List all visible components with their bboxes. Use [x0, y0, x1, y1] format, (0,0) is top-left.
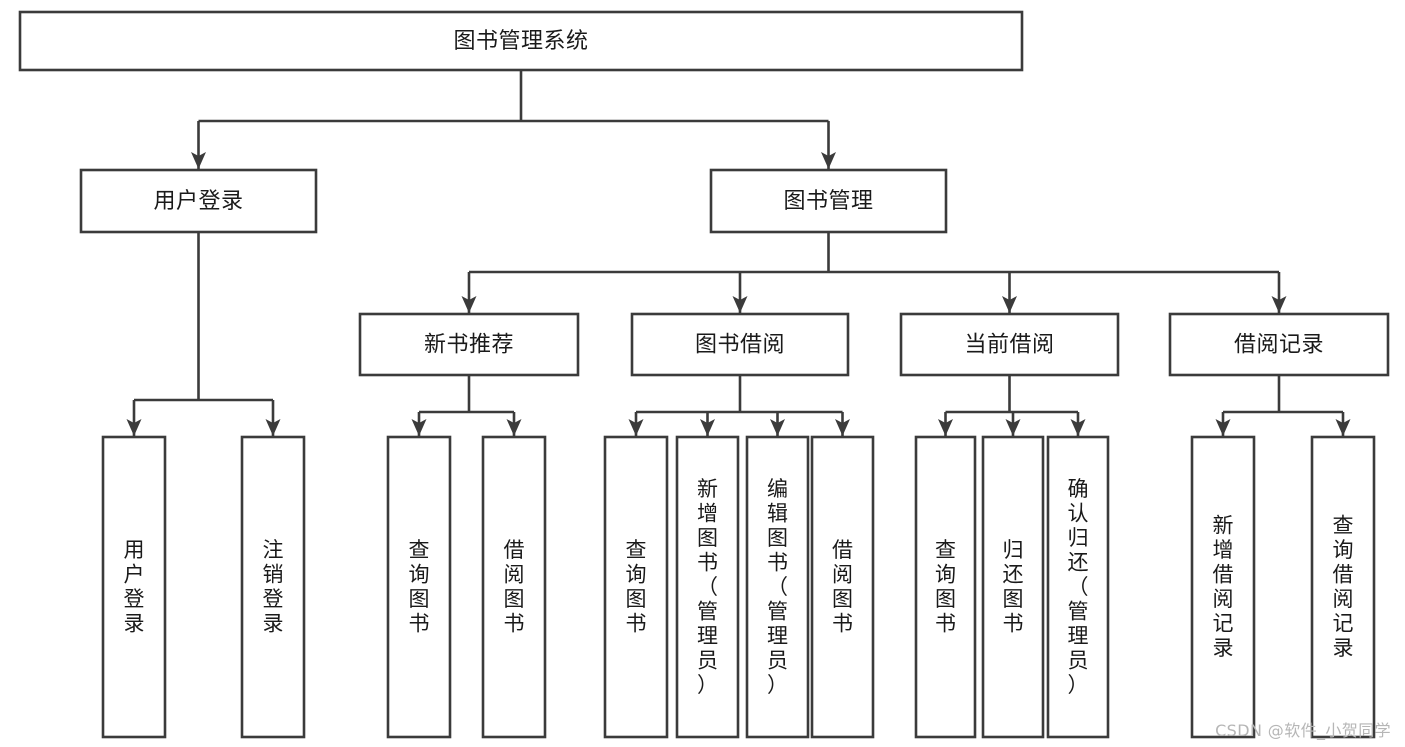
node-label: 当前借阅 [964, 333, 1054, 358]
node-label: 查询图书 [409, 538, 430, 636]
node-box [709, 168, 948, 234]
node-leaf-logout-login[interactable]: 注销登录 [240, 435, 306, 739]
connector-group-current-borrow [938, 375, 1086, 436]
node-label: 确认归还（管理员） [1068, 477, 1089, 697]
node-root[interactable]: 图书管理系统 [18, 10, 1024, 72]
arrow-head-icon [1070, 419, 1086, 436]
node-box [899, 312, 1120, 377]
arrow-head-icon [821, 152, 836, 169]
node-leaf-confirm-return-admin[interactable]: 确认归还（管理员） [1046, 435, 1110, 739]
node-leaf-query-book-current[interactable]: 查询图书 [914, 435, 977, 739]
node-leaf-borrow-book[interactable]: 借阅图书 [810, 435, 875, 739]
arrow-head-icon [1005, 419, 1021, 436]
connector-group-root [191, 70, 836, 169]
arrow-head-icon [1215, 419, 1231, 436]
node-box [981, 435, 1045, 739]
node-label: 查询借阅记录 [1333, 514, 1354, 661]
node-leaf-user-login[interactable]: 用户登录 [101, 435, 167, 739]
arrow-head-icon [461, 296, 477, 313]
arrow-head-icon [265, 419, 281, 436]
node-box [481, 435, 547, 739]
node-leaf-add-borrow-record[interactable]: 新增借阅记录 [1190, 435, 1256, 739]
node-label: 查询图书 [626, 538, 647, 636]
node-book-management[interactable]: 图书管理 [709, 168, 948, 234]
connector-group-book-management [461, 232, 1287, 313]
node-leaf-query-borrow-record[interactable]: 查询借阅记录 [1310, 435, 1376, 739]
connector-group-user-login [126, 232, 281, 436]
node-label: 借阅图书 [832, 538, 853, 636]
arrow-head-icon [938, 419, 953, 436]
node-box [630, 312, 850, 377]
node-box [240, 435, 306, 739]
node-label: 注销登录 [263, 538, 284, 636]
node-box [745, 435, 810, 739]
node-leaf-borrow-book-recommend[interactable]: 借阅图书 [481, 435, 547, 739]
arrow-head-icon [732, 296, 748, 313]
node-label: 图书管理 [783, 189, 873, 214]
node-box [79, 168, 318, 234]
arrow-head-icon [1335, 419, 1351, 436]
node-box [1310, 435, 1376, 739]
node-borrow-record[interactable]: 借阅记录 [1168, 312, 1390, 377]
node-leaf-add-book-admin[interactable]: 新增图书（管理员） [675, 435, 740, 739]
node-label: 查询图书 [935, 538, 956, 636]
node-box [603, 435, 669, 739]
node-label: 新书推荐 [424, 333, 514, 358]
node-box [101, 435, 167, 739]
node-leaf-query-book-borrow[interactable]: 查询图书 [603, 435, 669, 739]
node-label: 借阅图书 [504, 538, 525, 636]
connector-group-book-borrow [628, 375, 850, 436]
node-leaf-edit-book-admin[interactable]: 编辑图书（管理员） [745, 435, 810, 739]
node-box [914, 435, 977, 739]
node-box [18, 10, 1024, 72]
arrow-head-icon [506, 419, 522, 436]
arrow-head-icon [770, 419, 785, 436]
node-book-borrow[interactable]: 图书借阅 [630, 312, 850, 377]
node-box [386, 435, 452, 739]
node-label: 借阅记录 [1234, 333, 1324, 358]
node-box [1168, 312, 1390, 377]
node-label: 新增图书（管理员） [697, 477, 718, 697]
node-leaf-return-book[interactable]: 归还图书 [981, 435, 1045, 739]
node-user-login[interactable]: 用户登录 [79, 168, 318, 234]
node-label: 用户登录 [124, 538, 145, 636]
connector-group-borrow-record [1215, 375, 1351, 436]
arrow-head-icon [191, 152, 206, 169]
connectors-layer [126, 70, 1351, 436]
node-box [810, 435, 875, 739]
node-box [675, 435, 740, 739]
node-label: 用户登录 [153, 189, 243, 214]
node-leaf-query-book-recommend[interactable]: 查询图书 [386, 435, 452, 739]
connector-group-new-book-recommend [411, 375, 522, 436]
arrow-head-icon [628, 419, 644, 436]
arrow-head-icon [700, 419, 715, 436]
node-box [1046, 435, 1110, 739]
arrow-head-icon [835, 419, 850, 436]
arrow-head-icon [1271, 296, 1287, 313]
node-current-borrow[interactable]: 当前借阅 [899, 312, 1120, 377]
node-box [358, 312, 580, 377]
nodes-layer: 图书管理系统用户登录图书管理新书推荐图书借阅当前借阅借阅记录用户登录注销登录查询… [18, 10, 1390, 739]
node-new-book-recommend[interactable]: 新书推荐 [358, 312, 580, 377]
node-label: 图书借阅 [695, 333, 785, 358]
node-label: 新增借阅记录 [1213, 514, 1234, 661]
node-label: 编辑图书（管理员） [767, 477, 788, 697]
node-label: 归还图书 [1003, 538, 1024, 636]
arrow-head-icon [411, 419, 427, 436]
arrow-head-icon [126, 419, 142, 436]
node-box [1190, 435, 1256, 739]
arrow-head-icon [1002, 296, 1017, 313]
node-label: 图书管理系统 [453, 29, 588, 54]
